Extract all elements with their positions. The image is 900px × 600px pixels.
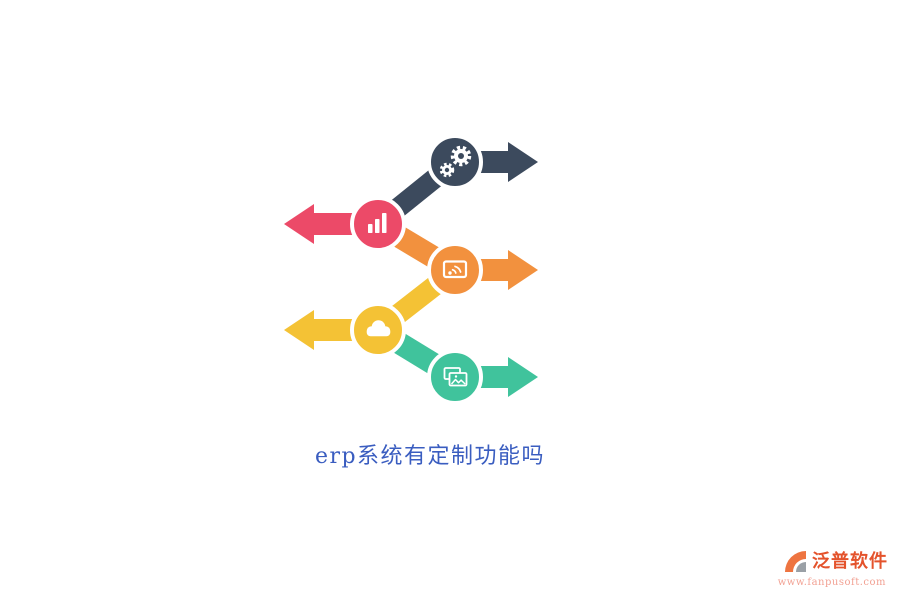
fanpu-logo-icon <box>785 551 806 572</box>
website-url: www.fanpusoft.com <box>777 577 886 588</box>
page-title: erp系统有定制功能吗 <box>314 444 546 469</box>
screencast-icon <box>442 260 468 279</box>
gears-icon <box>439 145 472 178</box>
bar-chart-icon <box>368 213 387 233</box>
footer-watermark: 泛普软件 www.fanpusoft.com <box>778 548 888 588</box>
circle-step3 <box>427 242 483 298</box>
photos-icon <box>443 367 468 387</box>
cloud-icon <box>366 320 391 337</box>
brand-row: 泛普软件 <box>782 548 888 575</box>
brand-name: 泛普软件 <box>812 550 888 572</box>
